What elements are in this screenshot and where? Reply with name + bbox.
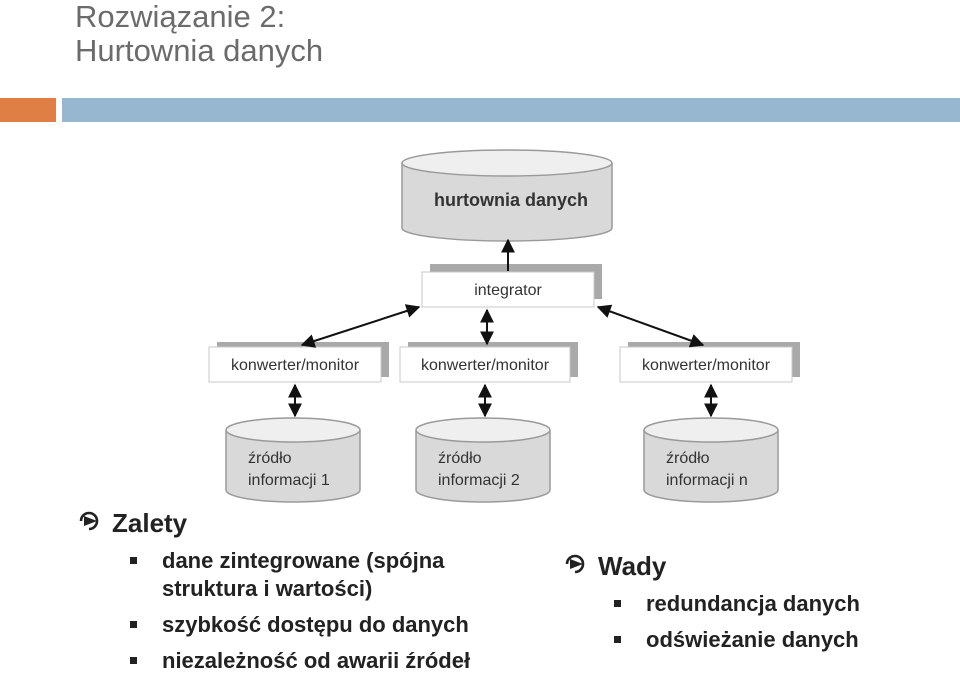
square-bullet-icon bbox=[130, 557, 137, 564]
pros-item-1: dane zintegrowane (spójna struktura i wa… bbox=[126, 547, 470, 603]
square-bullet-icon bbox=[130, 621, 137, 628]
source-n-line2: informacji n bbox=[666, 472, 748, 489]
cons-item-1: redundancja danych bbox=[610, 590, 860, 618]
converter3-integrator-arrow bbox=[596, 304, 705, 348]
cons-heading: Wady bbox=[598, 551, 667, 581]
pros-item-1-line1: dane zintegrowane (spójna bbox=[162, 548, 445, 573]
converter1-integrator-arrow bbox=[300, 304, 421, 348]
square-bullet-icon bbox=[614, 636, 621, 643]
converter-label-3: konwerter/monitor bbox=[642, 357, 771, 374]
converter-box-1: konwerter/monitor bbox=[208, 342, 389, 383]
integrator-box: integrator bbox=[421, 264, 602, 308]
warehouse-cylinder: hurtownia danych bbox=[401, 149, 613, 242]
source-2-line1: źródło bbox=[438, 450, 482, 467]
cons-heading-row: Wady bbox=[564, 551, 860, 582]
pros-list: dane zintegrowane (spójna struktura i wa… bbox=[126, 547, 470, 675]
cons-item-2-text: odświeżanie danych bbox=[646, 627, 859, 652]
cons-item-2: odświeżanie danych bbox=[610, 626, 860, 654]
square-bullet-icon bbox=[130, 657, 137, 664]
pros-section: Zalety dane zintegrowane (spójna struktu… bbox=[78, 508, 470, 675]
source-n-line1: źródło bbox=[666, 450, 710, 467]
source-2-line2: informacji 2 bbox=[438, 472, 520, 489]
source-1-line1: źródło bbox=[248, 450, 292, 467]
converter-label-2: konwerter/monitor bbox=[421, 357, 550, 374]
source-1-line2: informacji 1 bbox=[248, 472, 330, 489]
source-cylinder-1: źródło informacji 1 bbox=[225, 417, 361, 503]
pros-heading-row: Zalety bbox=[78, 508, 470, 539]
slide-title-line2: Hurtownia danych bbox=[75, 33, 324, 68]
cons-list: redundancja danych odświeżanie danych bbox=[610, 590, 860, 654]
pros-item-1-line2: struktura i wartości) bbox=[162, 576, 373, 601]
accent-bar-blue bbox=[62, 98, 960, 122]
cons-item-1-text: redundancja danych bbox=[646, 591, 860, 616]
pros-heading: Zalety bbox=[112, 508, 188, 538]
pros-item-3-text: niezależność od awarii źródeł bbox=[162, 648, 471, 673]
cons-section: Wady redundancja danych odświeżanie dany… bbox=[564, 551, 860, 654]
source-cylinder-2: źródło informacji 2 bbox=[415, 417, 551, 503]
warehouse-label: hurtownia danych bbox=[434, 190, 588, 210]
square-bullet-icon bbox=[614, 600, 621, 607]
source-cylinder-n: źródło informacji n bbox=[643, 417, 779, 503]
curved-arrow-icon bbox=[564, 553, 586, 581]
pros-item-2: szybkość dostępu do danych bbox=[126, 611, 470, 639]
pros-item-2-text: szybkość dostępu do danych bbox=[162, 612, 469, 637]
converter-box-3: konwerter/monitor bbox=[619, 342, 800, 383]
converter-label-1: konwerter/monitor bbox=[231, 357, 360, 374]
slide-title-line1: Rozwiązanie 2: bbox=[75, 0, 286, 34]
converter-box-2: konwerter/monitor bbox=[399, 342, 578, 383]
integrator-label: integrator bbox=[474, 282, 542, 299]
pros-item-3: niezależność od awarii źródeł bbox=[126, 647, 470, 675]
accent-bar-orange bbox=[0, 98, 56, 122]
curved-arrow-icon bbox=[78, 510, 100, 538]
slide-title: Rozwiązanie 2: Hurtownia danych bbox=[75, 0, 323, 68]
